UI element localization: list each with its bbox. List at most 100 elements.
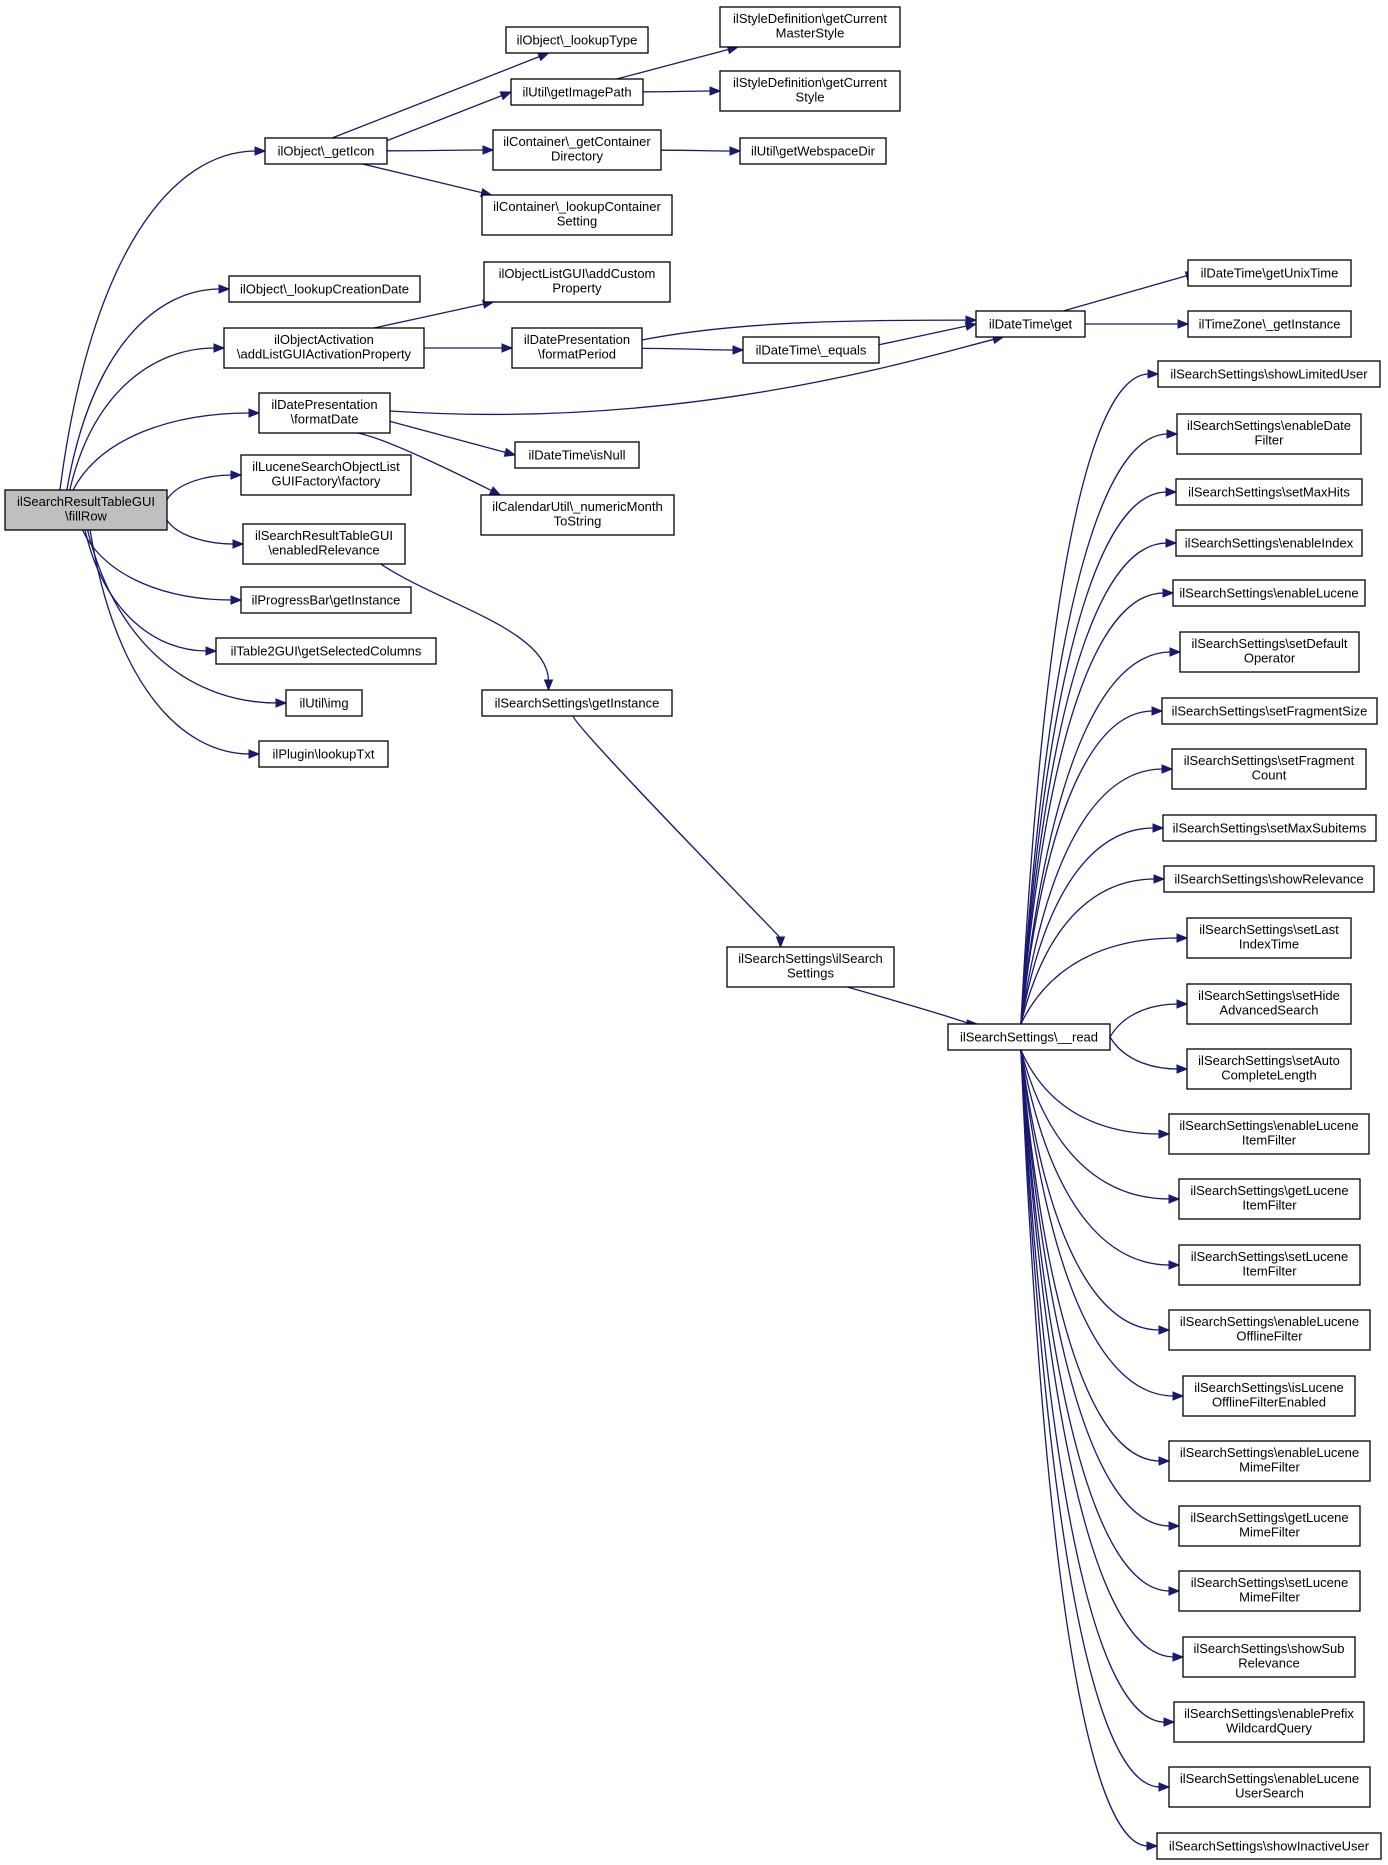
node-ilsearchsettings-showinactiveuser[interactable]: ilSearchSettings\showInactiveUser bbox=[1156, 1832, 1382, 1860]
node-ilsearchsettings-read[interactable]: ilSearchSettings\__read bbox=[947, 1023, 1111, 1051]
arrowhead-icon bbox=[499, 91, 513, 101]
node-ilsearchsettings-setmaxsubitems[interactable]: ilSearchSettings\setMaxSubitems bbox=[1162, 814, 1377, 842]
node-box bbox=[1187, 310, 1352, 338]
node-box bbox=[505, 26, 649, 54]
node-ilsearchsettings-enableindex[interactable]: ilSearchSettings\enableIndex bbox=[1175, 529, 1363, 557]
node-ilsearchsettings-showrelevance[interactable]: ilSearchSettings\showRelevance bbox=[1163, 865, 1375, 893]
node-label-line: ilSearchSettings\setLucene bbox=[1191, 1575, 1349, 1590]
node-ilutil-img[interactable]: ilUtil\img bbox=[285, 689, 363, 717]
edge-read-to-s24 bbox=[1020, 1049, 1161, 1788]
node-ilsearchresulttablegui-enabledrelevance[interactable]: ilSearchResultTableGUI\enabledRelevance bbox=[242, 523, 406, 565]
edge-root-to-formatDate bbox=[72, 412, 251, 491]
edge-read-to-s19 bbox=[1020, 1049, 1161, 1462]
node-ilobjectactivation-addlistguiactivationproperty[interactable]: ilObjectActivation\addListGUIActivationP… bbox=[223, 327, 425, 369]
node-ildatetime-isnull[interactable]: ilDateTime\isNull bbox=[514, 441, 640, 469]
node-ildatetime-get[interactable]: ilDateTime\get bbox=[975, 310, 1086, 338]
node-label-line: ItemFilter bbox=[1242, 1198, 1297, 1213]
node-ilsearchsettings-setfragmentsize[interactable]: ilSearchSettings\setFragmentSize bbox=[1161, 697, 1378, 725]
node-label-line: ilSearchSettings\isLucene bbox=[1194, 1380, 1344, 1395]
node-ilprogressbar-getinstance[interactable]: ilProgressBar\getInstance bbox=[240, 586, 412, 614]
node-box bbox=[719, 70, 901, 112]
node-ilsearchsettings-enablelucene-offlinefilter[interactable]: ilSearchSettings\enableLuceneOfflineFilt… bbox=[1168, 1309, 1371, 1351]
node-iltable2gui-getselectedcolumns[interactable]: ilTable2GUI\getSelectedColumns bbox=[215, 637, 437, 665]
edge-getImagePath-to-getCurrentStyle bbox=[642, 90, 712, 93]
node-ilsearchsettings-islucene-offlinefilterenabled[interactable]: ilSearchSettings\isLuceneOfflineFilterEn… bbox=[1182, 1375, 1356, 1417]
node-ilutil-getimagepath[interactable]: ilUtil\getImagePath bbox=[510, 78, 644, 106]
node-label-line: ilObjectActivation bbox=[274, 332, 374, 347]
node-ilplugin-lookuptxt[interactable]: ilPlugin\lookupTxt bbox=[258, 740, 389, 768]
arrowhead-icon bbox=[1165, 538, 1178, 548]
node-label-line: ilDateTime\getUnixTime bbox=[1201, 266, 1339, 281]
node-ildatepresentation-formatdate[interactable]: ilDatePresentation\formatDate bbox=[258, 392, 391, 434]
node-box bbox=[264, 137, 388, 165]
node-label-line: ilSearchSettings\setMaxSubitems bbox=[1173, 821, 1367, 836]
node-label-line: \formatDate bbox=[291, 412, 359, 427]
arrowhead-icon bbox=[501, 343, 514, 353]
arrowhead-icon bbox=[965, 315, 978, 325]
arrowhead-icon bbox=[1158, 1325, 1171, 1335]
node-iltimezone-getinstance[interactable]: ilTimeZone\_getInstance bbox=[1187, 310, 1352, 338]
node-box bbox=[1179, 631, 1360, 673]
node-ilsearchsettings-getinstance[interactable]: ilSearchSettings\getInstance bbox=[481, 689, 673, 717]
node-box bbox=[1162, 814, 1377, 842]
node-ilobject-lookuptype[interactable]: ilObject\_lookupType bbox=[505, 26, 649, 54]
node-box bbox=[1178, 1178, 1361, 1220]
node-label-line: ilSearchSettings\setLucene bbox=[1191, 1249, 1349, 1264]
node-label-line: ilSearchSettings\getLucene bbox=[1190, 1510, 1348, 1525]
node-ilsearchsettings-showlimiteduser[interactable]: ilSearchSettings\showLimitedUser bbox=[1157, 360, 1381, 388]
node-box bbox=[228, 275, 421, 303]
node-ilsearchsettings-enablelucene[interactable]: ilSearchSettings\enableLucene bbox=[1172, 579, 1366, 607]
node-ilsearchsettings-ilsearch-settings[interactable]: ilSearchSettings\ilSearchSettings bbox=[726, 946, 895, 988]
node-ilobject-lookupcreationdate[interactable]: ilObject\_lookupCreationDate bbox=[228, 275, 421, 303]
edge-read-to-s16 bbox=[1020, 1049, 1171, 1266]
node-label-line: OfflineFilter bbox=[1236, 1329, 1303, 1344]
edge-searchGetInstance-to-searchCtor bbox=[572, 715, 782, 939]
arrowhead-icon bbox=[1168, 1521, 1181, 1531]
node-box bbox=[240, 586, 412, 614]
node-box bbox=[481, 689, 673, 717]
node-ilsearchresulttablegui-fillrow[interactable]: ilSearchResultTableGUI\fillRow bbox=[4, 489, 168, 531]
edge-read-to-s13 bbox=[1109, 1036, 1179, 1070]
node-ilobject-geticon[interactable]: ilObject\_getIcon bbox=[264, 137, 388, 165]
node-box bbox=[742, 336, 880, 364]
arrowhead-icon bbox=[775, 936, 786, 949]
node-ildatetime-equals[interactable]: ilDateTime\_equals bbox=[742, 336, 880, 364]
node-illucenesearchobjectlist-guifactory-factory[interactable]: ilLuceneSearchObjectListGUIFactory\facto… bbox=[240, 454, 412, 496]
node-ilutil-getwebspacedir[interactable]: ilUtil\getWebspaceDir bbox=[739, 137, 887, 165]
node-box bbox=[223, 327, 425, 369]
arrowhead-icon bbox=[1162, 588, 1175, 598]
edge-root-to-luceneFactory bbox=[166, 474, 233, 500]
arrowhead-icon bbox=[1165, 487, 1178, 497]
arrowhead-icon bbox=[503, 447, 517, 457]
edge-read-to-s12 bbox=[1109, 1003, 1179, 1038]
node-label-line: MimeFilter bbox=[1239, 1460, 1300, 1475]
edge-formatDate-to-numericMonth bbox=[357, 432, 493, 492]
node-ilsearchsettings-setmaxhits[interactable]: ilSearchSettings\setMaxHits bbox=[1175, 478, 1363, 506]
node-ildatetime-getunixtime[interactable]: ilDateTime\getUnixTime bbox=[1187, 259, 1352, 287]
node-ilsearchsettings-enableprefix-wildcardquery[interactable]: ilSearchSettings\enablePrefixWildcardQue… bbox=[1173, 1701, 1365, 1743]
node-label-line: ilSearchSettings\enableLucene bbox=[1180, 1445, 1359, 1460]
edge-read-to-s07 bbox=[1020, 710, 1154, 1025]
edge-read-to-s06 bbox=[1020, 651, 1172, 1025]
node-ildatepresentation-formatperiod[interactable]: ilDatePresentation\formatPeriod bbox=[511, 327, 643, 369]
